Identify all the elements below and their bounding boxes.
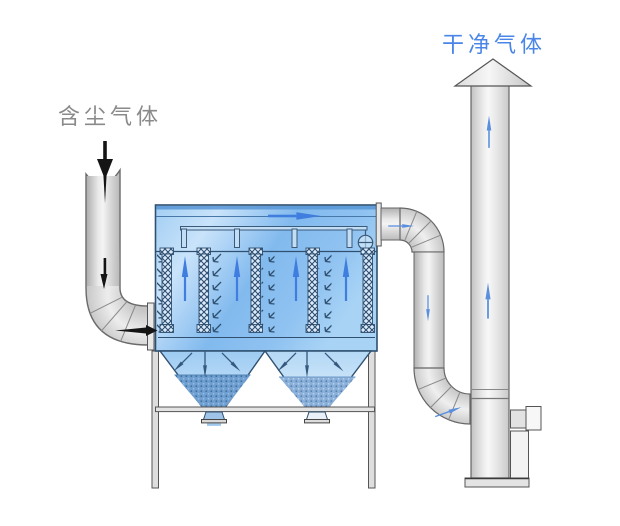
inlet-arrow-into-housing xyxy=(115,325,158,336)
spout-left-dust-hint xyxy=(207,423,221,426)
pulse-drop-pipe xyxy=(346,228,353,248)
discharge-spout-left xyxy=(202,411,226,420)
pulse-manifold xyxy=(180,226,368,248)
discharge-spouts xyxy=(201,411,330,426)
filter-housing xyxy=(154,204,378,352)
filter-bag xyxy=(196,247,211,333)
inlet-elbow-gores xyxy=(89,296,137,342)
pulse-valve-icon xyxy=(357,230,374,251)
outlet-flange xyxy=(375,202,382,247)
pulse-drop-pipe xyxy=(181,228,187,248)
stack xyxy=(453,58,542,488)
pulse-drop-pipe xyxy=(291,228,298,248)
stack-base-flange xyxy=(464,477,530,488)
dust-pile-right xyxy=(279,377,356,412)
inlet-arrow-in-pipe xyxy=(100,258,108,289)
filter-bags xyxy=(159,247,375,333)
fan-motor-end xyxy=(525,406,542,431)
support-leg-left xyxy=(151,350,159,489)
fan-motor xyxy=(510,409,527,429)
filter-bag xyxy=(159,247,174,333)
inlet-flow-arrows xyxy=(97,141,158,336)
inlet-pipe-body xyxy=(87,176,119,286)
inlet-gas-label: 含尘气体 xyxy=(58,104,163,129)
outlet-duct-horizontal xyxy=(380,207,401,241)
filter-bag xyxy=(305,247,320,333)
filter-bag xyxy=(360,247,375,333)
discharge-spout-right xyxy=(305,411,329,420)
outlet-duct xyxy=(375,202,471,425)
elbow-bottom-gores xyxy=(418,377,461,420)
clean-gas-label: 干净气体 xyxy=(442,32,547,57)
dust-pile-left xyxy=(174,375,251,412)
inlet-arrow-down xyxy=(97,141,113,203)
support-crossbar xyxy=(155,406,375,413)
housing-top-plate xyxy=(156,206,376,210)
stack-rain-cap xyxy=(453,58,533,87)
filter-bag xyxy=(248,247,263,333)
hoppers xyxy=(158,350,373,413)
inlet-pipe xyxy=(85,167,155,351)
pulse-drop-pipe xyxy=(234,228,240,248)
fan-housing xyxy=(510,430,529,479)
support-leg-right xyxy=(368,350,376,489)
stack-tube xyxy=(470,84,510,479)
